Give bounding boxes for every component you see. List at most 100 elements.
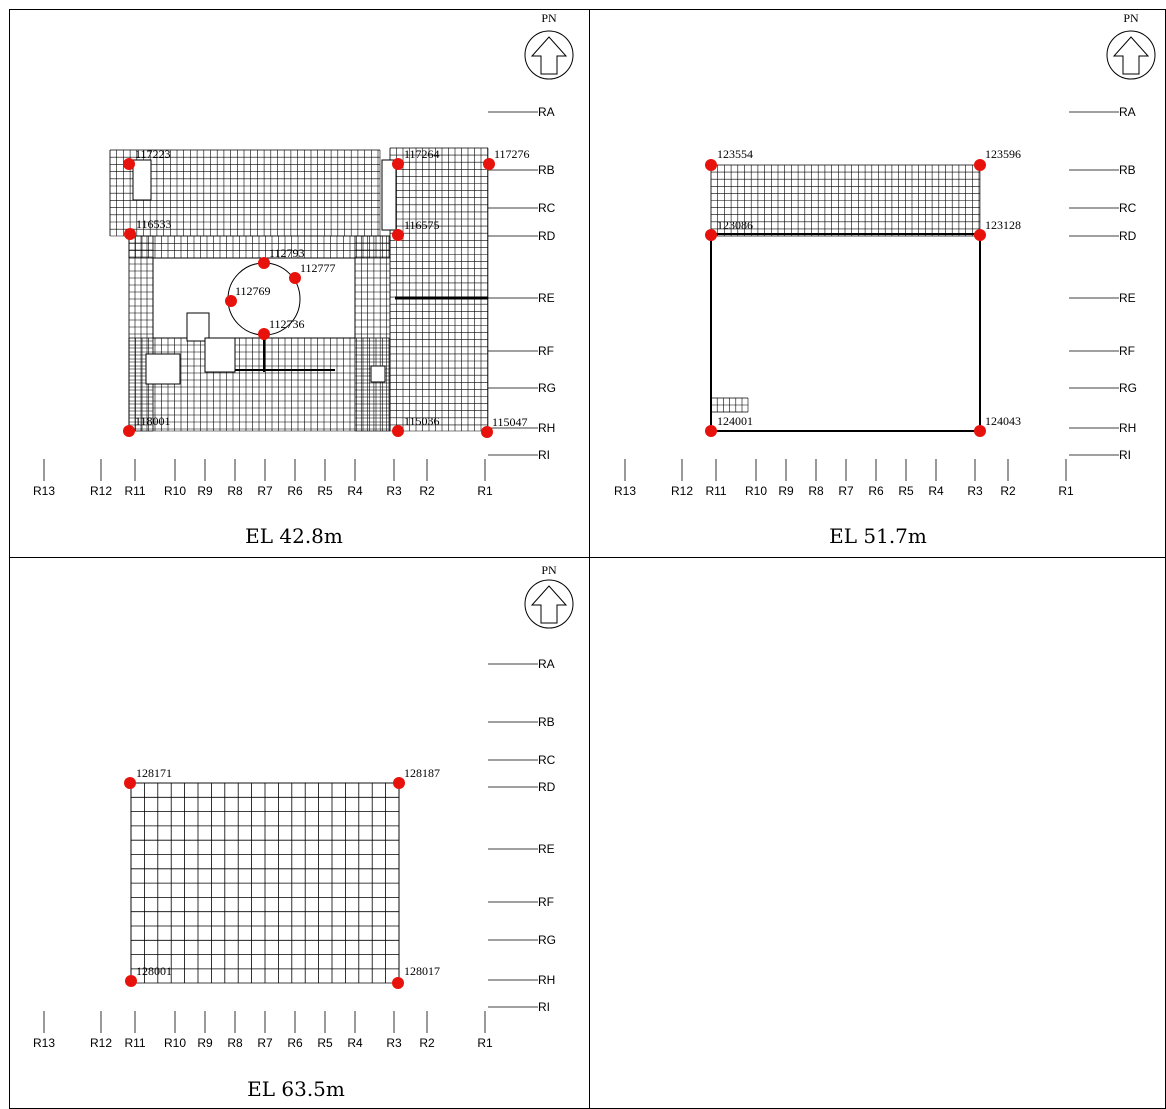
north-arrow: PN (1106, 11, 1156, 80)
column-axis-label: R9 (778, 484, 794, 498)
node-markers: 117223 117264 117276 116533 116575 11279… (123, 147, 530, 438)
column-axis-label: R11 (124, 1036, 145, 1050)
node-marker[interactable] (705, 425, 717, 437)
column-axis-label: R2 (419, 484, 435, 498)
node-marker[interactable] (392, 158, 404, 170)
node-marker[interactable] (974, 159, 986, 171)
column-axis-label: R6 (868, 484, 884, 498)
column-axis-label: R4 (347, 1036, 363, 1050)
node-marker[interactable] (123, 425, 135, 437)
column-axis-label: R9 (197, 1036, 213, 1050)
north-arrow: PN (524, 11, 574, 80)
elevation-label: EL 51.7m (829, 524, 927, 548)
node-marker[interactable] (393, 777, 405, 789)
node-marker[interactable] (124, 228, 136, 240)
column-axis-label: R11 (705, 484, 726, 498)
column-axis-label: R1 (477, 484, 493, 498)
column-axis-label: R13 (33, 1036, 55, 1050)
node-label: 118001 (135, 414, 171, 428)
row-axis-label: RF (538, 895, 554, 909)
node-label: 112769 (235, 284, 271, 298)
column-axis-label: R3 (967, 484, 983, 498)
column-axes: R13 R12 R11 R10 R9 R8 R7 R6 R5 R4 R3 R2 … (33, 1011, 493, 1050)
row-axis-label: RB (538, 163, 555, 177)
node-marker[interactable] (225, 295, 237, 307)
column-axis-label: R6 (287, 1036, 303, 1050)
row-axis-label: RI (1119, 448, 1131, 462)
row-axis-label: RA (538, 105, 555, 119)
node-marker[interactable] (124, 777, 136, 789)
panel-el-42-8: PN RA RB RC RD RE RF RG RH RI R13 R12 R1… (33, 11, 574, 548)
sheet-frame (9, 9, 1166, 1109)
row-axis-label: RE (538, 291, 555, 305)
row-axis-label: RG (1119, 381, 1137, 395)
row-axis-label: RG (538, 381, 556, 395)
node-label: 117223 (135, 147, 171, 161)
node-label: 123086 (717, 218, 753, 232)
inner-block (204, 337, 236, 373)
row-axis-label: RB (1119, 163, 1136, 177)
node-label: 124001 (717, 414, 753, 428)
row-axis-label: RA (538, 657, 555, 671)
column-axis-label: R3 (386, 1036, 402, 1050)
column-axis-label: R10 (164, 484, 186, 498)
row-axis-label: RA (1119, 105, 1136, 119)
column-axis-label: R11 (124, 484, 145, 498)
column-axis-label: R6 (287, 484, 303, 498)
node-marker[interactable] (392, 229, 404, 241)
column-axis-label: R5 (898, 484, 914, 498)
row-axis-label: RI (538, 1000, 550, 1014)
node-marker[interactable] (974, 425, 986, 437)
floor-mesh-el-63-5 (130, 782, 400, 984)
elevation-label: EL 42.8m (245, 524, 343, 548)
inner-block (145, 353, 181, 385)
node-marker[interactable] (392, 425, 404, 437)
column-axis-label: R4 (928, 484, 944, 498)
column-axis-label: R10 (745, 484, 767, 498)
inner-block (370, 365, 386, 383)
north-arrow-label: PN (1123, 11, 1139, 25)
row-axis-label: RD (538, 780, 556, 794)
node-marker[interactable] (392, 977, 404, 989)
node-label: 112793 (269, 246, 305, 260)
node-label: 112777 (300, 261, 336, 275)
floor-outline (710, 233, 981, 432)
floor-mesh-el-51-7 (710, 164, 981, 237)
node-label: 123554 (717, 147, 753, 161)
row-axis-label: RF (1119, 344, 1135, 358)
column-axis-label: R1 (477, 1036, 493, 1050)
node-marker[interactable] (705, 229, 717, 241)
row-axis-label: RH (538, 973, 555, 987)
node-marker[interactable] (481, 426, 493, 438)
node-marker[interactable] (125, 975, 137, 987)
column-axis-label: R7 (838, 484, 854, 498)
row-axes: RA RB RC RD RE RF RG RH RI (488, 105, 556, 462)
node-marker[interactable] (974, 229, 986, 241)
node-marker[interactable] (258, 257, 270, 269)
node-marker[interactable] (705, 159, 717, 171)
node-marker[interactable] (483, 158, 495, 170)
column-axis-label: R13 (33, 484, 55, 498)
inner-block (186, 312, 210, 342)
small-mesh-patch (710, 397, 749, 413)
node-markers: 128171 128187 128001 128017 (124, 766, 440, 989)
row-axes: RA RB RC RD RE RF RG RH RI (488, 657, 556, 1014)
column-axes: R13 R12 R11 R10 R9 R8 R7 R6 R5 R4 R3 R2 … (614, 459, 1074, 498)
row-axis-label: RC (538, 201, 556, 215)
column-axis-label: R3 (386, 484, 402, 498)
node-label: 128171 (136, 766, 172, 780)
node-marker[interactable] (289, 272, 301, 284)
row-axis-label: RF (538, 344, 554, 358)
row-axis-label: RC (1119, 201, 1137, 215)
row-axis-label: RC (538, 753, 556, 767)
column-axis-label: R9 (197, 484, 213, 498)
north-arrow-label: PN (541, 563, 557, 577)
row-axis-label: RD (538, 229, 556, 243)
node-label: 112736 (269, 317, 305, 331)
node-marker[interactable] (258, 328, 270, 340)
row-axis-label: RD (1119, 229, 1137, 243)
north-arrow: PN (524, 563, 574, 629)
node-marker[interactable] (123, 158, 135, 170)
column-axis-label: R8 (808, 484, 824, 498)
node-label: 128001 (136, 964, 172, 978)
